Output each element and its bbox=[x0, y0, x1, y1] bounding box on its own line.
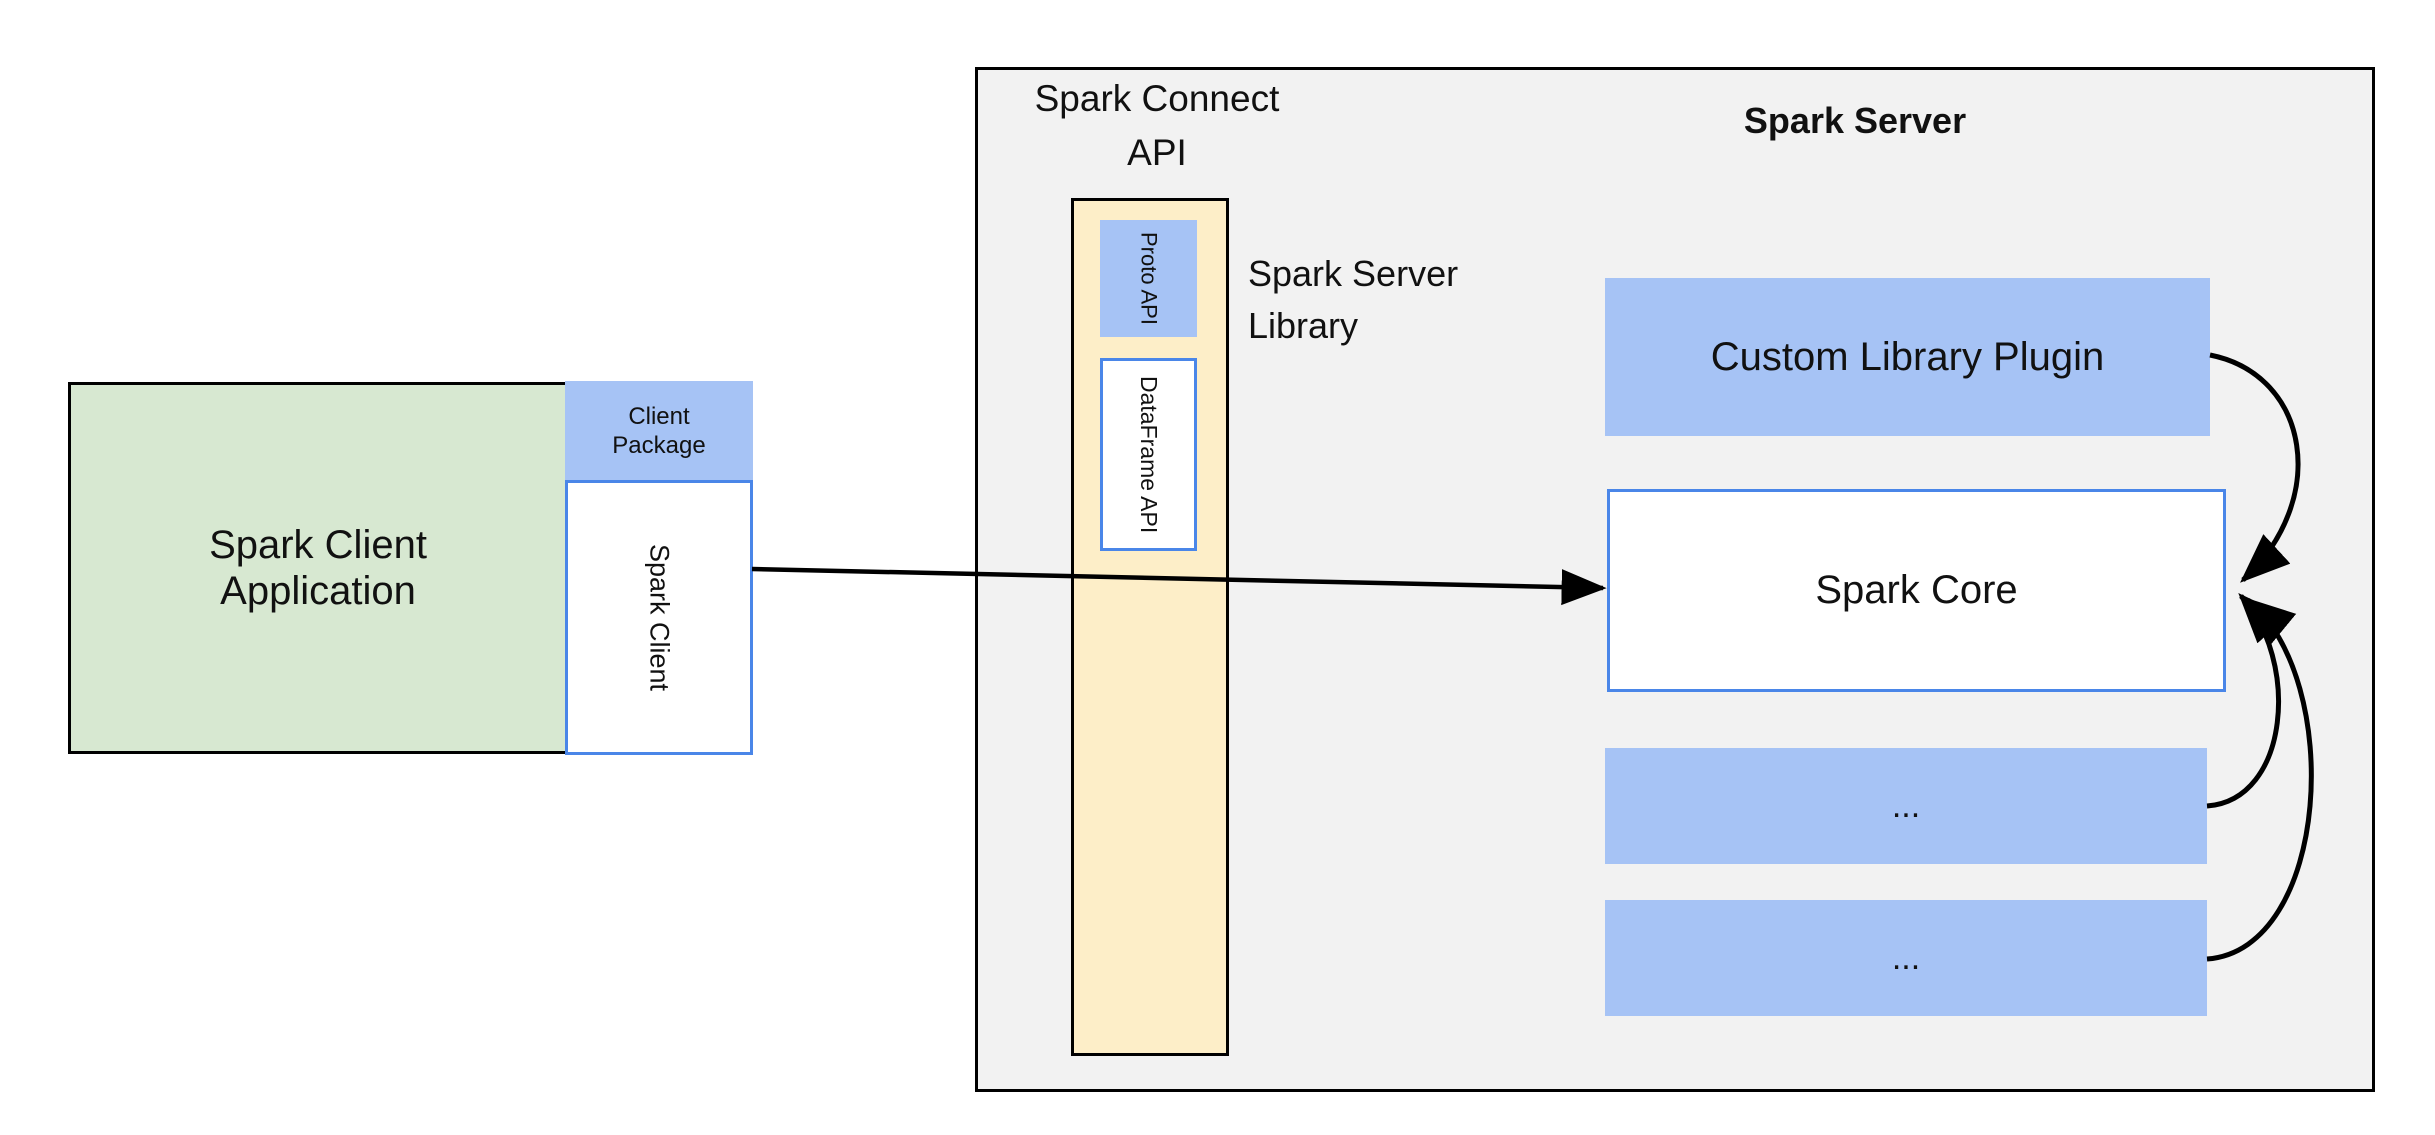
plugin-placeholder-box-2[interactable]: ... bbox=[1605, 900, 2207, 1016]
plugin-placeholder-label-1: ... bbox=[1891, 786, 1921, 825]
spark-core-box[interactable]: Spark Core bbox=[1607, 489, 2226, 692]
spark-client-application-label-line1: Spark Client bbox=[209, 522, 427, 567]
client-package-label: Client Package bbox=[612, 402, 705, 461]
client-package-label-line2: Package bbox=[612, 432, 706, 459]
spark-server-library-label: Spark Server Library bbox=[1248, 248, 1548, 352]
spark-client-application-label-line2: Application bbox=[220, 569, 416, 613]
proto-api-box[interactable]: Proto API bbox=[1100, 220, 1197, 337]
custom-library-plugin-label: Custom Library Plugin bbox=[1710, 334, 2105, 379]
spark-client-application-box[interactable]: Spark Client Application bbox=[68, 382, 568, 754]
spark-connect-api-title-line2: API bbox=[1127, 131, 1187, 173]
spark-core-label: Spark Core bbox=[1815, 568, 2018, 612]
client-package-label-line1: Client bbox=[628, 402, 690, 430]
plugin-placeholder-label-2: ... bbox=[1891, 938, 1921, 977]
client-package-box[interactable]: Client Package bbox=[565, 381, 753, 481]
spark-connect-api-title-line1: Spark Connect bbox=[1034, 78, 1280, 119]
spark-client-box[interactable]: Spark Client bbox=[565, 480, 753, 755]
custom-library-plugin-box[interactable]: Custom Library Plugin bbox=[1605, 278, 2210, 436]
spark-connect-api-title: Spark Connect API bbox=[1012, 72, 1302, 179]
dataframe-api-label: DataFrame API bbox=[1136, 375, 1162, 534]
dataframe-api-box[interactable]: DataFrame API bbox=[1100, 358, 1197, 551]
spark-server-library-label-line1: Spark Server bbox=[1248, 253, 1459, 294]
spark-server-title: Spark Server bbox=[1743, 100, 1967, 141]
spark-client-application-label: Spark Client Application bbox=[199, 522, 437, 615]
spark-server-library-label-line2: Library bbox=[1248, 305, 1359, 347]
plugin-placeholder-box-1[interactable]: ... bbox=[1605, 748, 2207, 864]
spark-server-library-column[interactable] bbox=[1071, 198, 1229, 1056]
spark-client-label: Spark Client bbox=[644, 543, 675, 692]
proto-api-label: Proto API bbox=[1136, 232, 1162, 325]
